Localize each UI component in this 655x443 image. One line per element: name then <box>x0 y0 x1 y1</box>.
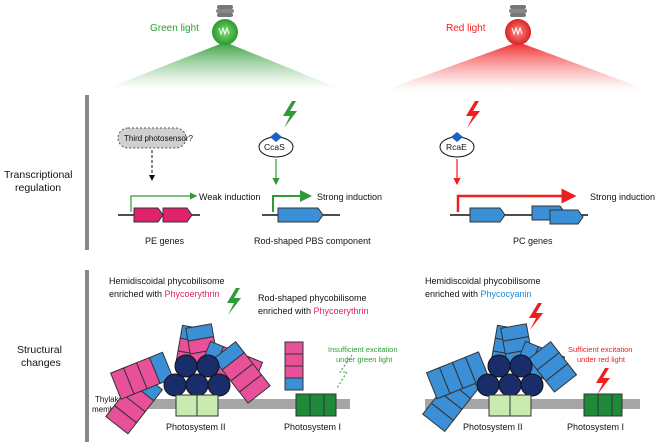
third-photosensor: Third photosensor? <box>117 127 193 149</box>
pe-gene-locus <box>118 192 200 223</box>
green-lightning-icon-structure <box>227 288 241 315</box>
sufficient-line2: under red light <box>577 355 626 364</box>
strong-induction-left-label: Strong induction <box>317 192 382 202</box>
photosystem-ii-right <box>488 394 532 417</box>
weak-induction-label: Weak induction <box>199 192 260 202</box>
section-title-regulation-2: regulation <box>15 182 61 194</box>
svg-text:CcaS: CcaS <box>264 142 285 152</box>
dashed-lightning-icon <box>336 354 353 389</box>
pc-genes-label: PC genes <box>513 236 553 246</box>
hemi-right-line1: Hemidiscoidal phycobilisome <box>425 276 541 286</box>
ps1-right-label: Photosystem I <box>567 422 624 432</box>
pe-genes-label: PE genes <box>145 236 185 246</box>
section-title-structure-2: changes <box>21 357 61 369</box>
sufficient-line1: Sufficient excitation <box>568 345 632 354</box>
svg-text:Third photosensor?: Third photosensor? <box>124 134 193 143</box>
red-lightning-icon-ps1 <box>596 368 610 395</box>
photosystem-ii-left <box>175 394 219 417</box>
rod-pbs-locus <box>262 190 340 223</box>
red-light-label: Red light <box>446 23 486 34</box>
photosystem-i-right <box>583 393 623 417</box>
red-lightning-icon-structure <box>529 303 543 330</box>
section-bar-regulation <box>85 95 89 250</box>
rod-pbs-line2: enriched with Phycoerythrin <box>258 306 369 316</box>
ps2-left-label: Photosystem II <box>166 422 226 432</box>
hemi-right-line2: enriched with Phycocyanin <box>425 289 532 299</box>
rcae-photoreceptor: RcaE <box>439 132 475 158</box>
strong-induction-right-label: Strong induction <box>590 192 655 202</box>
thylakoid-label-1: Thylakoid <box>95 395 129 404</box>
hemidiscoidal-pbs-pc <box>422 323 578 433</box>
section-bar-structure <box>85 270 89 442</box>
ps2-right-label: Photosystem II <box>463 422 523 432</box>
ccas-photoreceptor: CcaS <box>258 132 294 158</box>
insufficient-line1: Insufficient excitation <box>328 345 398 354</box>
section-title-structure-1: Structural <box>17 344 62 356</box>
green-light-label: Green light <box>150 23 199 34</box>
section-title-regulation-1: Transcriptional <box>4 169 72 181</box>
green-light-beam <box>108 42 338 88</box>
red-light-beam <box>385 42 648 90</box>
thylakoid-membrane-left <box>138 399 350 409</box>
green-lightning-icon <box>283 101 297 128</box>
green-light-bulb-icon <box>212 5 238 45</box>
rod-pbs-component-label: Rod-shaped PBS component <box>254 236 371 246</box>
hemidiscoidal-pbs-pe <box>105 323 271 435</box>
rod-pbs-line1: Rod-shaped phycobilisome <box>258 293 367 303</box>
hemi-left-line2: enriched with Phycoerythrin <box>109 289 220 299</box>
rod-shaped-pbs <box>284 341 304 391</box>
red-lightning-icon-top <box>466 101 480 128</box>
hemi-left-line1: Hemidiscoidal phycobilisome <box>109 276 225 286</box>
pc-gene-locus <box>450 188 588 225</box>
thylakoid-membrane-right <box>425 399 640 409</box>
ps1-left-label: Photosystem I <box>284 422 341 432</box>
insufficient-line2: under green light <box>336 355 393 364</box>
red-light-bulb-icon <box>505 5 531 45</box>
svg-text:RcaE: RcaE <box>446 142 467 152</box>
photosystem-i-left <box>295 393 337 417</box>
